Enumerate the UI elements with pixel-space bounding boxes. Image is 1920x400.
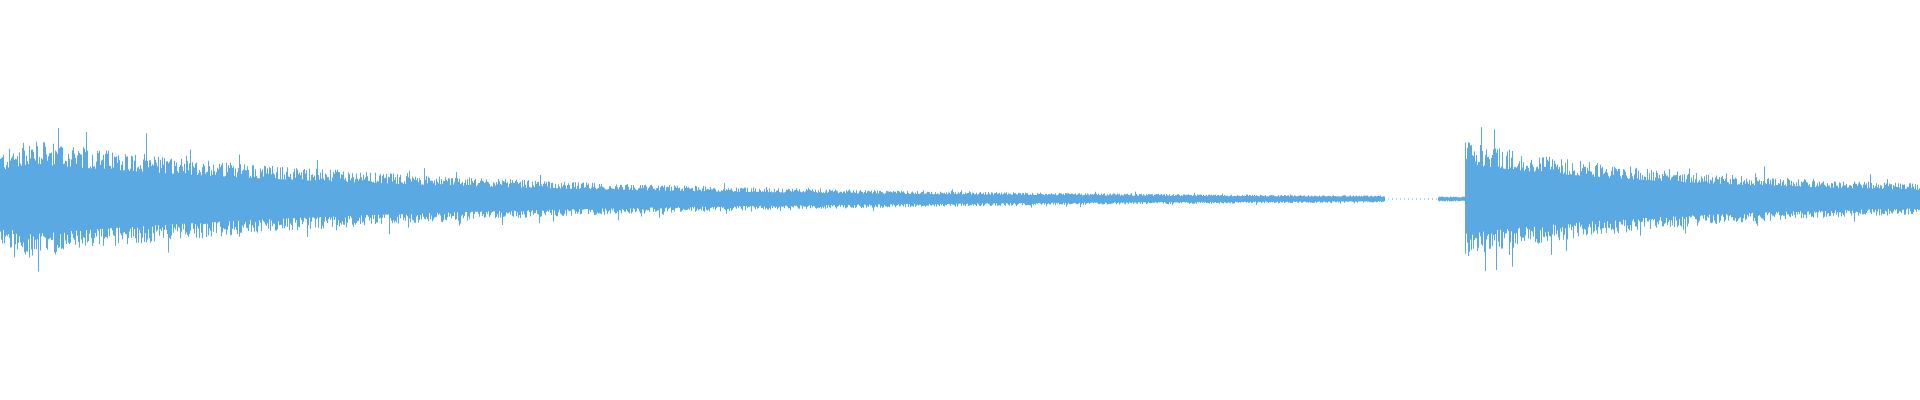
waveform-view[interactable] (0, 0, 1920, 400)
audio-waveform[interactable] (0, 0, 1920, 400)
